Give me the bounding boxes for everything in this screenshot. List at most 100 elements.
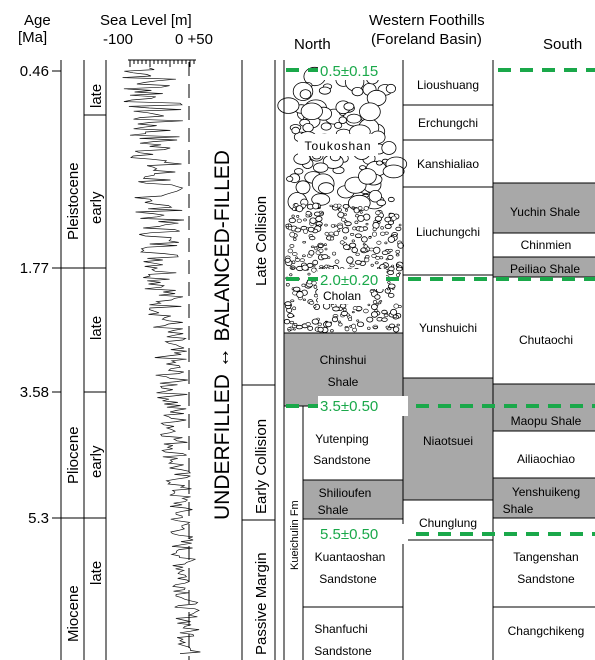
- conglomerate-clast: [323, 243, 327, 246]
- conglomerate-clast: [313, 305, 317, 308]
- conglomerate-clast: [373, 326, 378, 329]
- conglomerate-clast: [367, 303, 371, 307]
- conglomerate-clast: [343, 102, 355, 111]
- conglomerate-clast: [363, 206, 369, 211]
- shanfuchi-label-2: Sandstone: [314, 644, 372, 658]
- conglomerate-clast: [325, 321, 332, 328]
- conglomerate-clast: [289, 231, 296, 238]
- conglomerate-clast: [374, 309, 379, 313]
- conglomerate-clast: [310, 245, 315, 249]
- conglomerate-clast: [374, 261, 379, 265]
- conglomerate-clast: [342, 203, 350, 209]
- conglomerate-clast: [349, 263, 355, 268]
- conglomerate-clast: [324, 231, 329, 236]
- age-ticks: 0.46 1.77 3.58 5.3: [20, 63, 61, 527]
- conglomerate-clast: [320, 212, 324, 215]
- marker-bg-2-0: [318, 269, 386, 289]
- conglomerate-clast: [334, 259, 340, 264]
- pleistocene-early-label: early: [88, 191, 105, 224]
- conglomerate-clast: [374, 294, 381, 300]
- chunglung-label: Chunglung: [419, 516, 477, 530]
- conglomerate-clast: [338, 116, 347, 124]
- conglomerate-clast: [370, 311, 378, 318]
- conglomerate-clast: [320, 122, 332, 131]
- header: Age [Ma] Sea Level [m] -100 0 +50 Wester…: [18, 12, 582, 53]
- erchungchi-label: Erchungchi: [418, 116, 478, 130]
- conglomerate-clast: [377, 301, 382, 305]
- conglomerate-clast: [396, 323, 400, 327]
- conglomerate-clast: [324, 223, 328, 227]
- marker-bg-0-5: [318, 60, 386, 80]
- conglomerate-clast: [302, 122, 314, 133]
- conglomerate-clast: [363, 244, 368, 249]
- conglomerate-clast: [345, 208, 348, 212]
- conglomerate-clast: [381, 309, 388, 315]
- conglomerate-clast: [376, 267, 380, 270]
- marker-bg-5-5: [308, 524, 408, 544]
- conglomerate-clast: [354, 260, 362, 265]
- conglomerate-clast: [381, 141, 397, 155]
- conglomerate-clast: [391, 215, 397, 221]
- conglomerate-clast: [358, 168, 377, 185]
- conglomerate-clast: [334, 316, 338, 319]
- conglomerate-clast: [351, 311, 355, 314]
- conglomerate-clast: [315, 215, 323, 222]
- conglomerate-clast: [356, 319, 360, 322]
- conglomerate-clast: [387, 220, 394, 225]
- conglomerate-clast: [294, 227, 302, 233]
- conglomerate-clast: [344, 327, 350, 332]
- conglomerate-pattern: [277, 66, 408, 333]
- conglomerate-clast: [371, 231, 377, 237]
- age-axis-unit: [Ma]: [18, 29, 47, 46]
- pliocene-late-label: late: [88, 316, 105, 340]
- maopu-shale-label: Maopu Shale: [511, 414, 582, 428]
- conglomerate-clast: [382, 164, 405, 179]
- conglomerate-clast: [362, 243, 366, 246]
- sea-level-label: Sea Level [m]: [100, 12, 192, 29]
- conglomerate-clast: [289, 320, 294, 325]
- pleistocene-label: Pleistocene: [65, 162, 82, 240]
- conglomerate-clast: [330, 236, 335, 241]
- conglomerate-clast: [393, 234, 397, 237]
- conglomerate-clast: [318, 248, 324, 253]
- conglomerate-clast: [353, 207, 360, 214]
- early-collision-label: Early Collision: [253, 419, 270, 514]
- pliocene-early-label: early: [88, 445, 105, 478]
- conglomerate-clast: [380, 226, 384, 230]
- conglomerate-clast: [375, 303, 379, 306]
- conglomerate-clast: [351, 239, 355, 243]
- conglomerate-clast: [303, 218, 307, 222]
- yuchin-shale-fill: [493, 183, 595, 233]
- conglomerate-clast: [333, 224, 337, 228]
- conglomerate-clast: [339, 240, 345, 245]
- conglomerate-clast: [321, 254, 329, 260]
- conglomerate-clast: [392, 326, 400, 333]
- conglomerate-clast: [396, 263, 400, 267]
- conglomerate-clast: [318, 224, 322, 227]
- conglomerate-clast: [372, 227, 377, 231]
- chinshui-shale-fill: [284, 333, 403, 406]
- conglomerate-clast: [307, 325, 314, 331]
- conglomerate-clast: [337, 229, 341, 233]
- conglomerate-clast: [393, 314, 398, 319]
- conglomerate-clast: [292, 252, 298, 256]
- peiliao-shale-fill: [493, 257, 595, 277]
- conglomerate-clast: [376, 240, 382, 245]
- conglomerate-clast: [307, 272, 311, 276]
- conglomerate-clast: [371, 253, 377, 258]
- conglomerate-clast: [301, 264, 309, 271]
- conglomerate-clast: [287, 312, 294, 318]
- conglomerate-clast: [303, 228, 309, 234]
- conglomerate-clast: [312, 264, 316, 267]
- conglomerate-clast: [343, 308, 347, 312]
- conglomerate-clast: [313, 211, 321, 217]
- conglomerate-clast: [284, 257, 291, 263]
- conglomerate-clast: [302, 298, 307, 301]
- conglomerate-clast: [346, 256, 354, 264]
- conglomerate-clast: [324, 247, 328, 251]
- conglomerate-clast: [396, 273, 400, 277]
- conglomerate-clast: [284, 301, 292, 307]
- age-tick-label: 1.77: [20, 260, 49, 277]
- conglomerate-clast: [294, 258, 301, 262]
